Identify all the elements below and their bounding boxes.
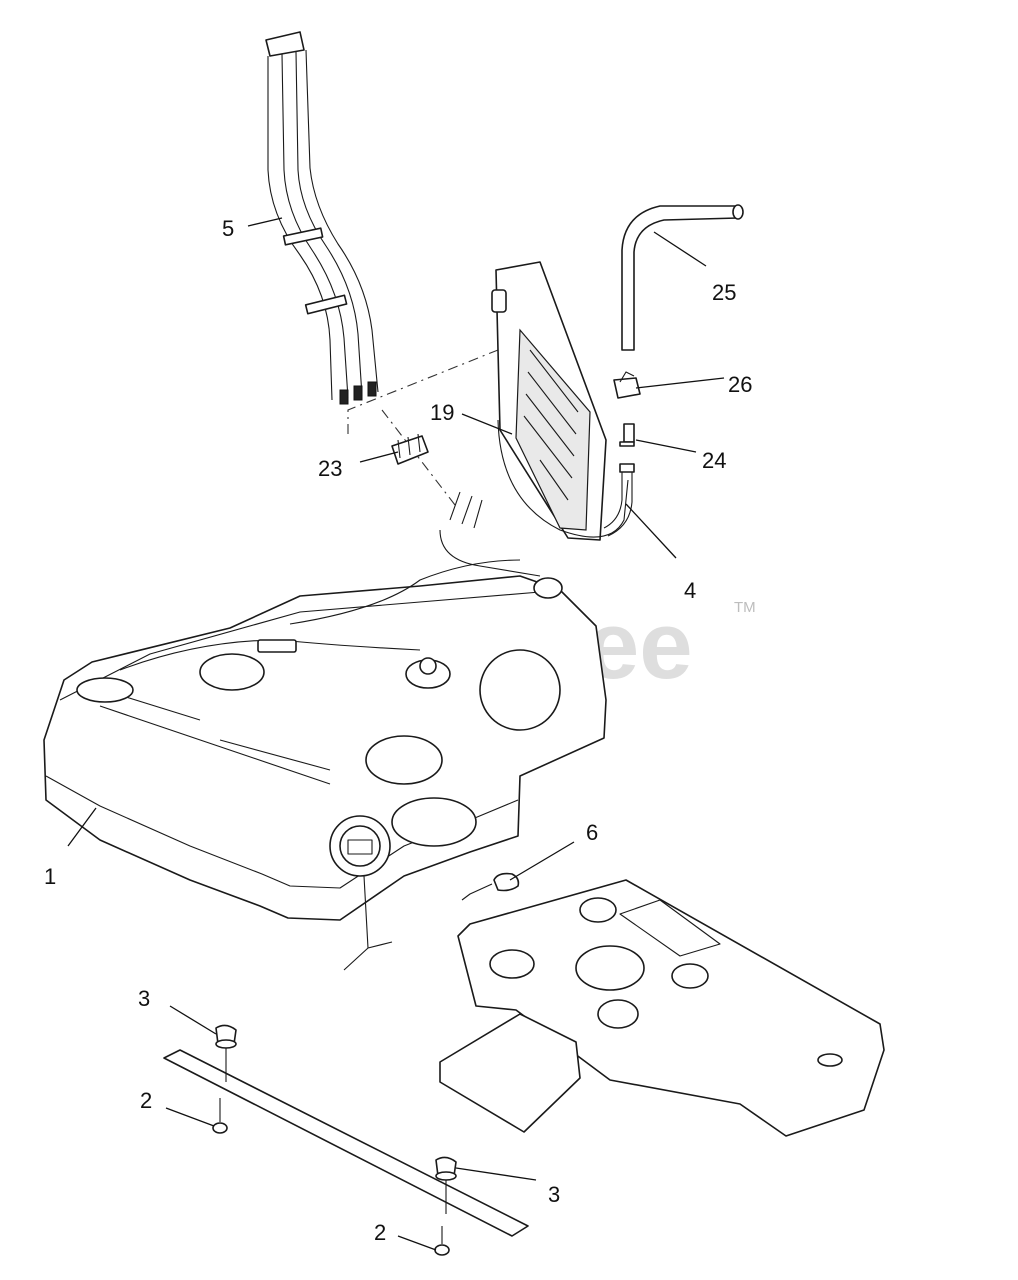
connector-alignment-dashline xyxy=(381,409,456,506)
bumper-right-part[interactable] xyxy=(435,1156,457,1214)
upper-hose-part[interactable] xyxy=(621,204,744,351)
leader-19 xyxy=(461,413,513,435)
leader-2-right xyxy=(397,1235,437,1251)
connector-part[interactable] xyxy=(619,423,635,447)
callout-25[interactable]: 25 xyxy=(712,280,736,305)
leader-26 xyxy=(635,377,725,389)
callout-4[interactable]: 4 xyxy=(684,578,696,603)
hose-assembly-part[interactable] xyxy=(265,31,379,405)
clip-part[interactable] xyxy=(391,433,429,465)
mounting-strap xyxy=(163,1049,529,1237)
callout-3-left[interactable]: 3 xyxy=(138,986,150,1011)
hose-clamp-part[interactable] xyxy=(613,371,641,399)
callout-5[interactable]: 5 xyxy=(222,216,234,241)
leader-1 xyxy=(67,807,97,847)
leader-23 xyxy=(359,451,399,463)
fuel-tank-part[interactable] xyxy=(43,491,607,971)
canister-part[interactable] xyxy=(491,261,629,541)
callout-23[interactable]: 23 xyxy=(318,456,342,481)
hose-alignment-dashline xyxy=(347,349,499,434)
callout-3-right[interactable]: 3 xyxy=(548,1182,560,1207)
callout-6[interactable]: 6 xyxy=(586,820,598,845)
callout-2-right[interactable]: 2 xyxy=(374,1220,386,1245)
leader-4 xyxy=(625,503,677,559)
support-plate xyxy=(439,879,885,1137)
leader-3-left xyxy=(169,1005,217,1035)
leader-6 xyxy=(509,841,575,881)
leader-5 xyxy=(247,217,283,227)
callout-2-left[interactable]: 2 xyxy=(140,1088,152,1113)
leader-25 xyxy=(653,231,707,267)
callout-19[interactable]: 19 xyxy=(430,400,454,425)
leader-2-left xyxy=(165,1107,215,1127)
vent-hose-part[interactable] xyxy=(603,463,635,537)
leader-3-right xyxy=(455,1167,537,1181)
nut-right-part[interactable] xyxy=(434,1226,450,1256)
callout-1[interactable]: 1 xyxy=(44,864,56,889)
leader-24 xyxy=(635,439,697,453)
cap-tether-part[interactable] xyxy=(461,872,520,901)
bumper-left-part[interactable] xyxy=(215,1024,237,1082)
watermark-trademark: TM xyxy=(734,599,756,616)
callout-24[interactable]: 24 xyxy=(702,448,726,473)
nut-left-part[interactable] xyxy=(212,1098,228,1134)
callout-26[interactable]: 26 xyxy=(728,372,752,397)
